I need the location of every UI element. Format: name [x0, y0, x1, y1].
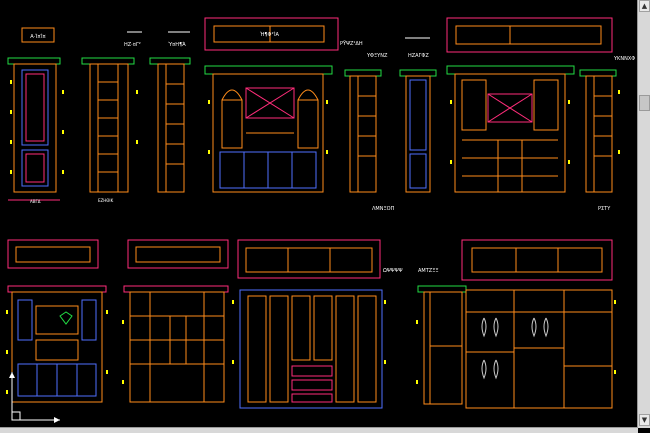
- cabinet-elevation-7: [446, 65, 575, 193]
- cornice-detail-2: [446, 17, 613, 53]
- cabinet-elevation-12: [417, 285, 467, 405]
- cabinet-elevation-2: [81, 57, 135, 193]
- cabinet-elevation-8: [579, 69, 617, 193]
- vertical-scrollbar[interactable]: ▲ ▼: [637, 0, 650, 428]
- cabinet-elevation-3: [149, 57, 191, 193]
- caption-1: ΑΒΓΔ: [30, 199, 41, 204]
- dimension-marks-row-1: [10, 80, 620, 174]
- detail-label-a: Α·Ί¤Ί¤: [30, 33, 45, 40]
- cabinet-elevation-4: [204, 65, 333, 193]
- detail-title-7: ΩΨΨΨΨ: [383, 268, 403, 274]
- cabinet-elevation-10: [123, 239, 229, 403]
- cabinet-elevation-5: [344, 69, 382, 193]
- detail-title-4: ΥΦΞΥΝΖ: [366, 53, 388, 59]
- detail-title-5: ΗΖΑΓΦΖ: [408, 53, 429, 59]
- scroll-thumb[interactable]: [639, 95, 650, 111]
- ucs-axis-icon: [9, 372, 60, 423]
- horizontal-scrollbar[interactable]: [0, 427, 638, 433]
- detail-title-3: ΡΫΨΖ¹ΔΗ: [340, 40, 363, 47]
- cabinet-elevation-11: [237, 239, 383, 409]
- chevron-down-icon[interactable]: ▼: [639, 414, 650, 426]
- cornice-detail-1: Ή¶Φ¹ΊΑ: [204, 17, 339, 51]
- detail-title-1: ΗΖ·¤Γ²: [124, 42, 141, 48]
- caption-3: ΛΜΝΞΟΠ: [372, 206, 395, 212]
- detail-title-2: Ύ¤Η¶Ά: [167, 41, 186, 48]
- detail-title-8: ΑΜΤΖΞΞ: [418, 268, 439, 274]
- caption-2: ΕΖΗΘΙΚ: [98, 198, 114, 203]
- cabinet-elevation-9: [7, 239, 107, 403]
- detail-title-6: ΥΚΝΝΧΦ: [613, 56, 635, 62]
- cabinet-elevation-1: [7, 57, 61, 201]
- caption-4: ΡΣΤΥ: [598, 206, 611, 212]
- cornice-label-1: Ή¶Φ¹ΊΑ: [259, 31, 280, 38]
- cabinet-elevation-13: [461, 239, 613, 409]
- top-label-group: Α·Ί¤Ί¤ ΗΖ·¤Γ² Ύ¤Η¶Ά: [21, 27, 190, 48]
- dimension-marks-row-2: [6, 300, 616, 394]
- cabinet-elevation-6: [399, 69, 437, 193]
- chevron-up-icon[interactable]: ▲: [639, 0, 650, 12]
